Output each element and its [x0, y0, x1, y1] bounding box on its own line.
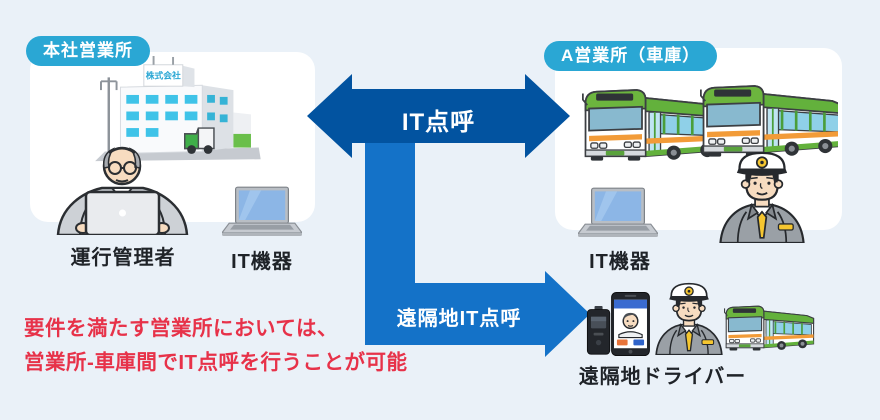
remote-driver-caption: 遠隔地ドライバー: [578, 366, 747, 388]
it-equipment-caption-left: IT機器: [231, 251, 293, 273]
laptop-icon: [222, 186, 302, 237]
breathalyzer-icon: [586, 306, 611, 355]
it-rollcall-label: IT点呼: [401, 109, 476, 136]
head-office-badge: 本社営業所: [26, 36, 150, 66]
requirements-note: 要件を満たす営業所においては、 営業所-車庫間でIT点呼を行うことが可能: [24, 312, 408, 380]
note-line-2: 営業所-車庫間でIT点呼を行うことが可能: [24, 351, 408, 374]
laptop-icon: [578, 187, 658, 238]
manager-caption: 運行管理者: [70, 247, 176, 269]
building-sign-text: 株式会社: [146, 69, 181, 80]
operation-manager-illustration: [56, 146, 189, 235]
truck-icon: [184, 127, 215, 154]
it-rollcall-arrow: [307, 74, 570, 158]
driver-illustration: [719, 151, 805, 243]
smartphone-video-call-icon: [611, 292, 650, 356]
remote-rollcall-arrow: [365, 143, 590, 357]
branch-office-badge: A営業所（車庫）: [544, 41, 718, 71]
remote-driver-illustration: [655, 282, 723, 355]
it-equipment-caption-right: IT機器: [589, 251, 651, 273]
office-building-icon: 株式会社: [95, 56, 261, 162]
remote-rollcall-label: 遠隔地IT点呼: [396, 308, 522, 330]
note-line-1: 要件を満たす営業所においては、: [24, 317, 338, 340]
small-bus-icon: [724, 305, 815, 352]
